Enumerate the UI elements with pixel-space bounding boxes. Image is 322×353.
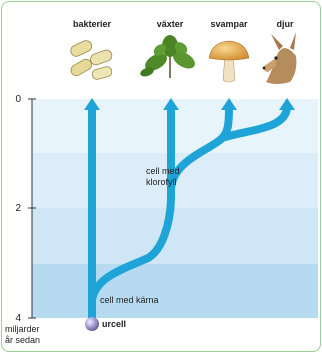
axis-unit-line1: miljarder xyxy=(5,324,40,334)
label-chlorophyll-line2: klorofyll xyxy=(146,177,177,187)
label-urcell: urcell xyxy=(102,319,126,329)
time-band-4 xyxy=(32,264,318,318)
title-plants: växter xyxy=(157,19,184,29)
title-animals: djur xyxy=(277,19,294,29)
label-nucleus: cell med kärna xyxy=(100,295,159,305)
bacteria-icon xyxy=(69,39,113,81)
mushroom-icon xyxy=(209,41,249,82)
title-fungi: svampar xyxy=(210,19,248,29)
axis-unit-line2: år sedan xyxy=(5,335,40,345)
axis-label-2: 2 xyxy=(15,203,21,214)
axis-label-0: 0 xyxy=(15,94,21,105)
title-bacteria: bakterier xyxy=(73,19,112,29)
urcell-icon xyxy=(85,317,99,331)
axis-label-4: 4 xyxy=(15,313,21,324)
label-chlorophyll-line1: cell med xyxy=(146,166,180,176)
time-band-3 xyxy=(32,208,318,264)
deer-icon xyxy=(263,32,297,84)
plant-leaves-icon xyxy=(139,35,198,78)
